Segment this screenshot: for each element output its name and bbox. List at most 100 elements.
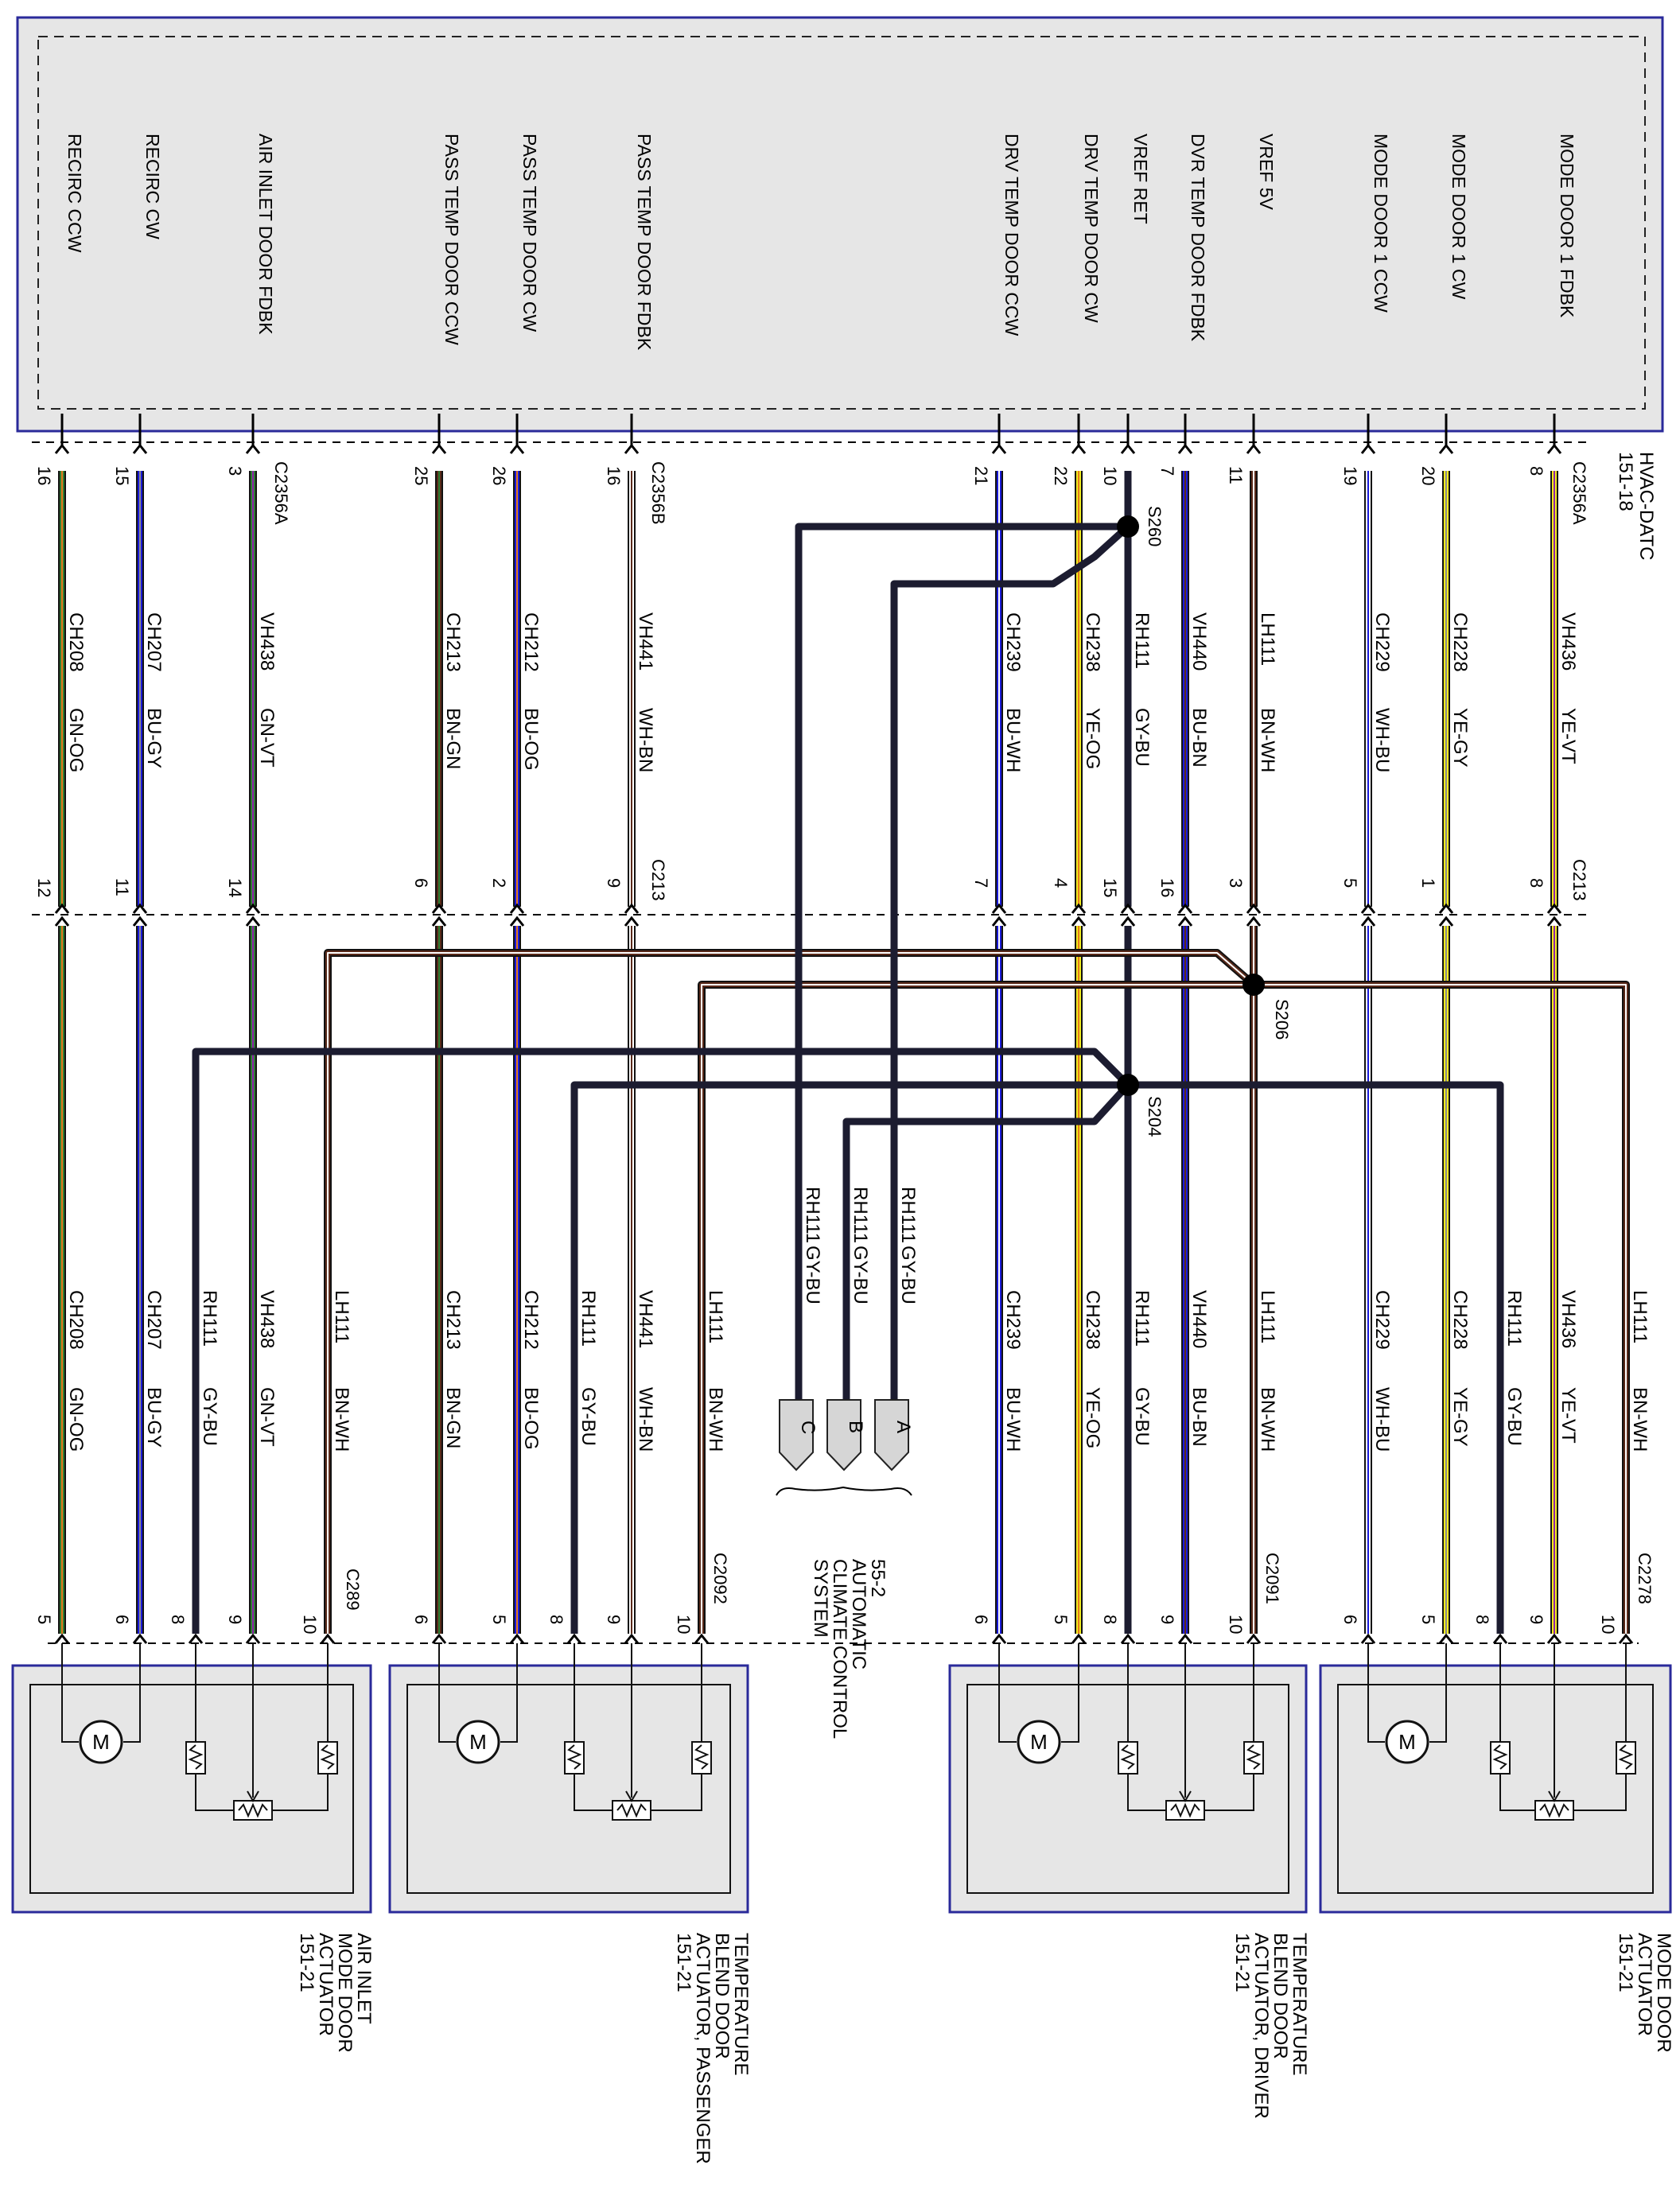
actuator-pin-arrow: [431, 1633, 447, 1644]
lower-wire-color: WH-BU: [1371, 1387, 1393, 1452]
lower-wire-circuit: CH212: [520, 1290, 542, 1350]
climate-system-line-3: CLIMATE CONTROL: [829, 1559, 850, 1739]
motor-lead: [500, 1643, 518, 1743]
signal-label: RECIRC CCW: [64, 134, 85, 253]
module-pin-number: 11: [1226, 466, 1246, 484]
motor-lead: [61, 1643, 79, 1743]
actuator-pin-number: 10: [300, 1615, 320, 1634]
upper-wire-color: BU-OG: [520, 708, 542, 771]
pot-lead: [195, 1774, 234, 1811]
upper-wire-circuit: VH436: [1558, 612, 1579, 671]
module-pin-arrow: [54, 443, 70, 454]
lower-wire-circuit: RH111: [1131, 1290, 1153, 1347]
module-pin-number: 16: [604, 466, 624, 485]
resistor-icon-zigzag: [1120, 1744, 1136, 1770]
lower-wire-circuit: RH111: [1503, 1290, 1525, 1347]
upper-wire-circuit: VH440: [1188, 612, 1210, 671]
pot-lead: [651, 1774, 702, 1811]
actuator-box: [11, 1664, 372, 1914]
module-pin-number: 19: [1340, 466, 1360, 485]
actuator-inner-box: [406, 1684, 731, 1894]
lower-wire-circuit: RH111: [802, 1187, 823, 1243]
c213-pin-arrow-top: [1120, 903, 1136, 914]
actuator-pin-number: 10: [674, 1615, 694, 1634]
c213-pin-number: 14: [225, 878, 245, 897]
upper-wire-circuit: CH229: [1371, 612, 1393, 672]
lower-wire-color: BU-OG: [520, 1387, 542, 1450]
signal-label: MODE DOOR 1 FDBK: [1557, 134, 1577, 318]
module-pin-number: 20: [1418, 466, 1438, 485]
pot-lead: [1573, 1774, 1627, 1811]
s206-dot: [1242, 974, 1265, 996]
lower-wire-circuit: LH111: [1257, 1290, 1278, 1343]
c213-pin-arrow-top: [245, 903, 261, 914]
c213-pin-number: 4: [1051, 878, 1071, 888]
module-pin-arrow: [509, 443, 525, 454]
motor-lead: [998, 1643, 1017, 1743]
c213-pin-number: 7: [971, 878, 991, 888]
actuator-pin-number: 8: [546, 1615, 566, 1624]
rh111-climate-c: [795, 523, 1128, 1400]
motor-icon-label: M: [1398, 1730, 1416, 1754]
module-pin-arrow: [1546, 443, 1562, 454]
upper-wire-circuit: CH228: [1449, 612, 1471, 672]
module-pin-arrow: [245, 443, 261, 454]
c213-pin-number: 5: [1340, 878, 1360, 888]
resistor-icon-zigzag: [320, 1744, 336, 1770]
connector-label-c2091: C2091: [1262, 1553, 1282, 1604]
actuator-name-line: TEMPERATURE: [1289, 1933, 1310, 2076]
rh111-mode: [1128, 1081, 1504, 1634]
lower-wire-color: GY-BU: [850, 1246, 871, 1304]
pot-lead: [1499, 1774, 1535, 1811]
actuator-pin-arrow: [1438, 1633, 1454, 1644]
climate-pin-c-label: C: [797, 1421, 819, 1434]
actuator-pin-number: 8: [1472, 1615, 1492, 1624]
lower-wire-color: GY-BU: [1503, 1387, 1525, 1446]
lower-wire-circuit: VH436: [1558, 1290, 1579, 1348]
upper-wire-color: YE-GY: [1449, 708, 1471, 768]
c213-pin-arrow-top: [1546, 903, 1562, 914]
actuator-name-line: 151-21: [1231, 1933, 1253, 1992]
climate-pin-a-label: A: [892, 1421, 914, 1433]
actuator-name-line: TEMPERATURE: [730, 1933, 752, 2076]
rh111-climate-b: [842, 1082, 1131, 1400]
signal-label: PASS TEMP DOOR CW: [519, 134, 540, 332]
potentiometer-zigzag: [238, 1802, 268, 1818]
resistor-icon-zigzag: [188, 1744, 204, 1770]
actuator-inner-box: [1337, 1684, 1654, 1894]
resistor-icon-zigzag: [566, 1744, 582, 1770]
c213-pin-arrow-top: [624, 903, 640, 914]
actuator-pin-number: 6: [1340, 1615, 1360, 1624]
resistor-icon-zigzag: [1246, 1744, 1262, 1770]
upper-wire-color: BU-GY: [143, 708, 165, 768]
motor-icon: [79, 1720, 123, 1764]
module-pin-arrow: [1177, 443, 1193, 454]
c213-pin-arrow-top: [1438, 903, 1454, 914]
upper-wire-color: YE-OG: [1082, 708, 1103, 769]
splice-label-s206: S206: [1272, 999, 1292, 1040]
rh111-climate-a: [890, 523, 1131, 1400]
signal-label: DRV TEMP DOOR CCW: [1001, 134, 1022, 336]
c213-pin-arrow-bottom: [132, 915, 148, 927]
signal-label: MODE DOOR 1 CW: [1449, 134, 1469, 300]
lower-wire-color: BN-WH: [331, 1387, 352, 1452]
lower-wire-circuit: CH239: [1002, 1290, 1024, 1350]
potentiometer-zigzag: [616, 1802, 647, 1818]
c213-pin-number: 6: [411, 878, 431, 888]
connector-label-c213-right: C213: [1569, 859, 1589, 901]
actuator-pin-arrow: [188, 1633, 204, 1644]
lower-wire-circuit: CH208: [65, 1290, 87, 1350]
upper-wire-circuit: CH207: [143, 612, 165, 672]
c213-pin-arrow-bottom: [1120, 915, 1136, 927]
resistor-icon-zigzag: [1618, 1744, 1634, 1770]
actuator-pin-arrow: [566, 1633, 582, 1644]
c213-pin-arrow-bottom: [1246, 915, 1262, 927]
actuator-name-line: ACTUATOR, PASSENGER: [692, 1933, 714, 2164]
climate-brace: [776, 1486, 912, 1496]
module-pin-arrow: [624, 443, 640, 454]
lower-wire-circuit: VH441: [635, 1290, 656, 1348]
c213-pin-number: 12: [34, 878, 54, 897]
module-pin-arrow: [431, 443, 447, 454]
s204-dot: [1117, 1074, 1139, 1096]
